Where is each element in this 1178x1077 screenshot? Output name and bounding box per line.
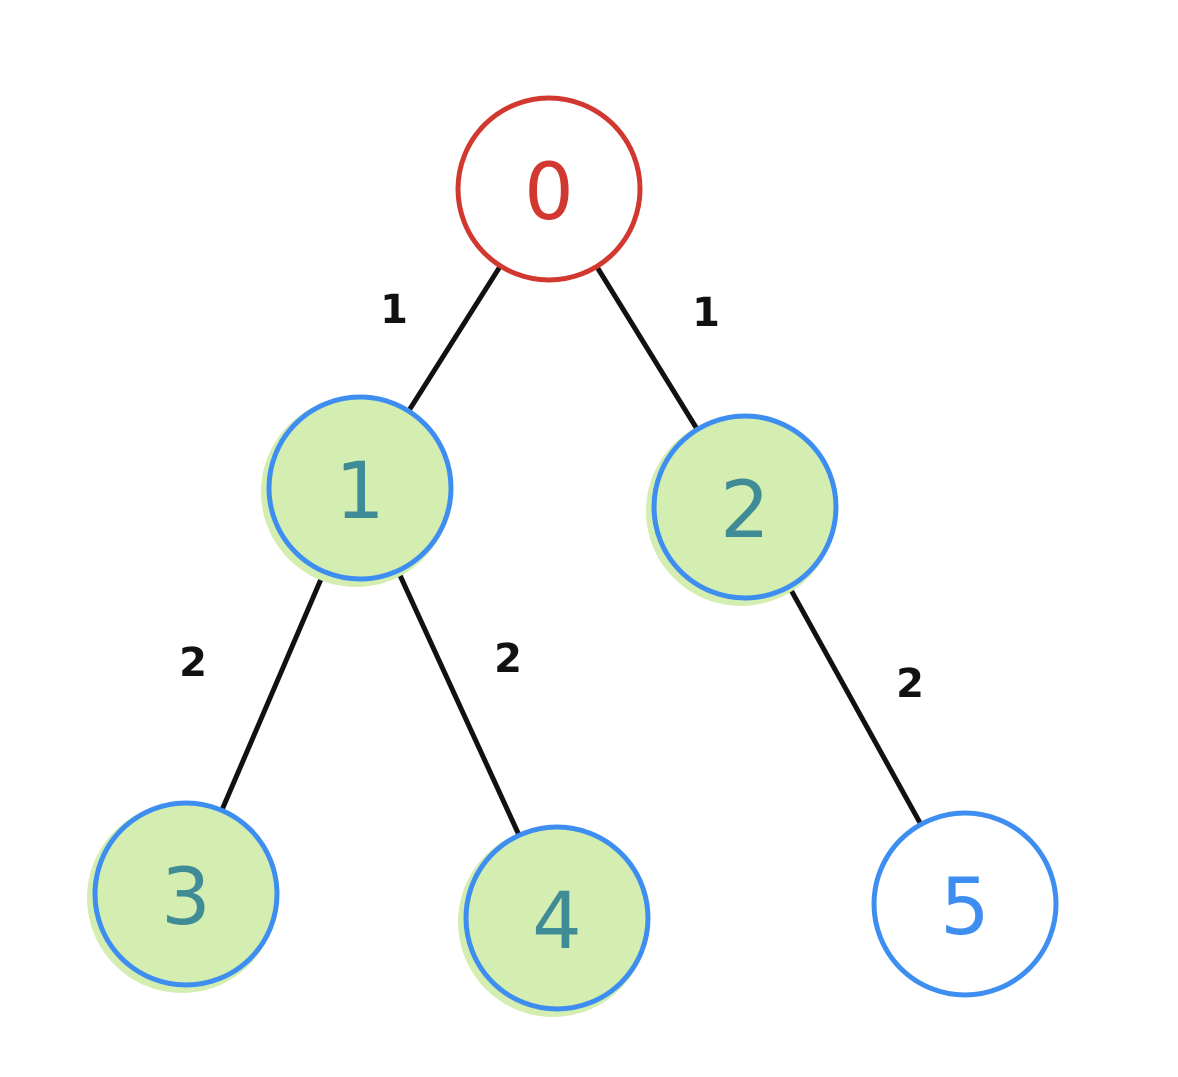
edge-labels-layer: 1 1 2 2 2 xyxy=(179,287,924,707)
node-label: 3 xyxy=(161,853,211,943)
node-label: 1 xyxy=(335,447,385,537)
node-circle xyxy=(455,95,643,283)
node-1: 1 xyxy=(261,394,454,587)
node-label: 0 xyxy=(524,148,574,238)
node-circle xyxy=(463,824,651,1012)
node-label: 2 xyxy=(720,466,770,556)
edge-2-5 xyxy=(786,584,924,827)
node-circle xyxy=(651,413,839,601)
node-0: 0 xyxy=(455,95,643,283)
edge-weight-1-4: 2 xyxy=(494,636,522,682)
edge-weight-0-2: 1 xyxy=(692,290,720,336)
edges-layer xyxy=(219,263,924,838)
node-5: 5 xyxy=(871,810,1059,998)
edge-weight-0-1: 1 xyxy=(380,287,408,333)
edge-1-3 xyxy=(219,569,327,813)
node-4: 4 xyxy=(458,824,651,1017)
node-circle xyxy=(266,394,454,582)
node-label: 4 xyxy=(532,877,582,967)
edge-0-1 xyxy=(406,263,503,414)
edge-weight-1-3: 2 xyxy=(179,640,207,686)
edge-1-4 xyxy=(395,568,522,838)
edge-0-2 xyxy=(594,264,700,432)
node-2: 2 xyxy=(646,413,839,606)
edge-weight-2-5: 2 xyxy=(896,661,924,707)
node-3: 3 xyxy=(87,800,280,993)
node-circle xyxy=(871,810,1059,998)
node-label: 5 xyxy=(940,863,990,953)
node-circle xyxy=(92,800,280,988)
nodes-layer: 0 1 2 3 4 5 xyxy=(87,95,1059,1017)
